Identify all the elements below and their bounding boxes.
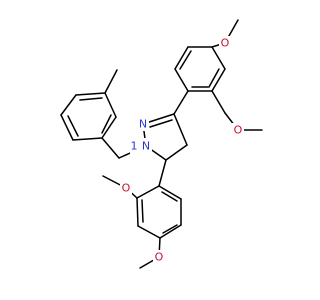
oxygen-atom-top-ortho: O: [234, 124, 243, 137]
molecule-structure: N 1 N O O O O: [60, 19, 263, 269]
nitrogen-atom-1-locant: 1: [131, 140, 138, 153]
bond-line: [101, 114, 112, 134]
bond-line: [101, 116, 117, 139]
bond-line: [149, 119, 173, 128]
atom-labels: N 1 N O O O O: [120, 36, 244, 264]
bond-line: [136, 197, 139, 227]
bond-line: [208, 68, 220, 88]
bond-line: [72, 137, 103, 141]
oxygen-atom-bottom-para: O: [155, 251, 164, 264]
bond-line: [104, 69, 118, 94]
bond-line: [161, 191, 178, 202]
bond-line: [211, 46, 226, 70]
nitrogen-atom-2: N: [139, 118, 147, 131]
bond-line: [179, 50, 192, 70]
bond-line: [162, 224, 178, 234]
nitrogen-atom-1: N: [142, 140, 150, 153]
bond-line: [60, 114, 74, 141]
bond-line: [136, 185, 160, 199]
bond-line: [173, 113, 188, 146]
bond-line: [165, 144, 188, 161]
bond-line: [211, 68, 226, 92]
bond-line: [60, 94, 77, 116]
bond-line: [158, 185, 182, 200]
bond-line: [79, 97, 103, 101]
bond-line: [137, 225, 161, 239]
bond-line: [104, 92, 117, 118]
oxygen-atom-top-para: O: [221, 37, 230, 50]
bond-line: [75, 92, 106, 96]
bond-line: [101, 137, 120, 159]
bond-line: [174, 46, 189, 70]
bond-line: [174, 68, 189, 92]
bond-line: [211, 90, 226, 114]
bond-line: [158, 159, 167, 187]
bond-line: [159, 224, 182, 239]
oxygen-atom-bottom-ortho: O: [122, 182, 131, 195]
bond-line: [173, 90, 189, 115]
bond-line: [67, 115, 79, 137]
bond-line: [141, 199, 144, 223]
bonds: [60, 19, 263, 269]
